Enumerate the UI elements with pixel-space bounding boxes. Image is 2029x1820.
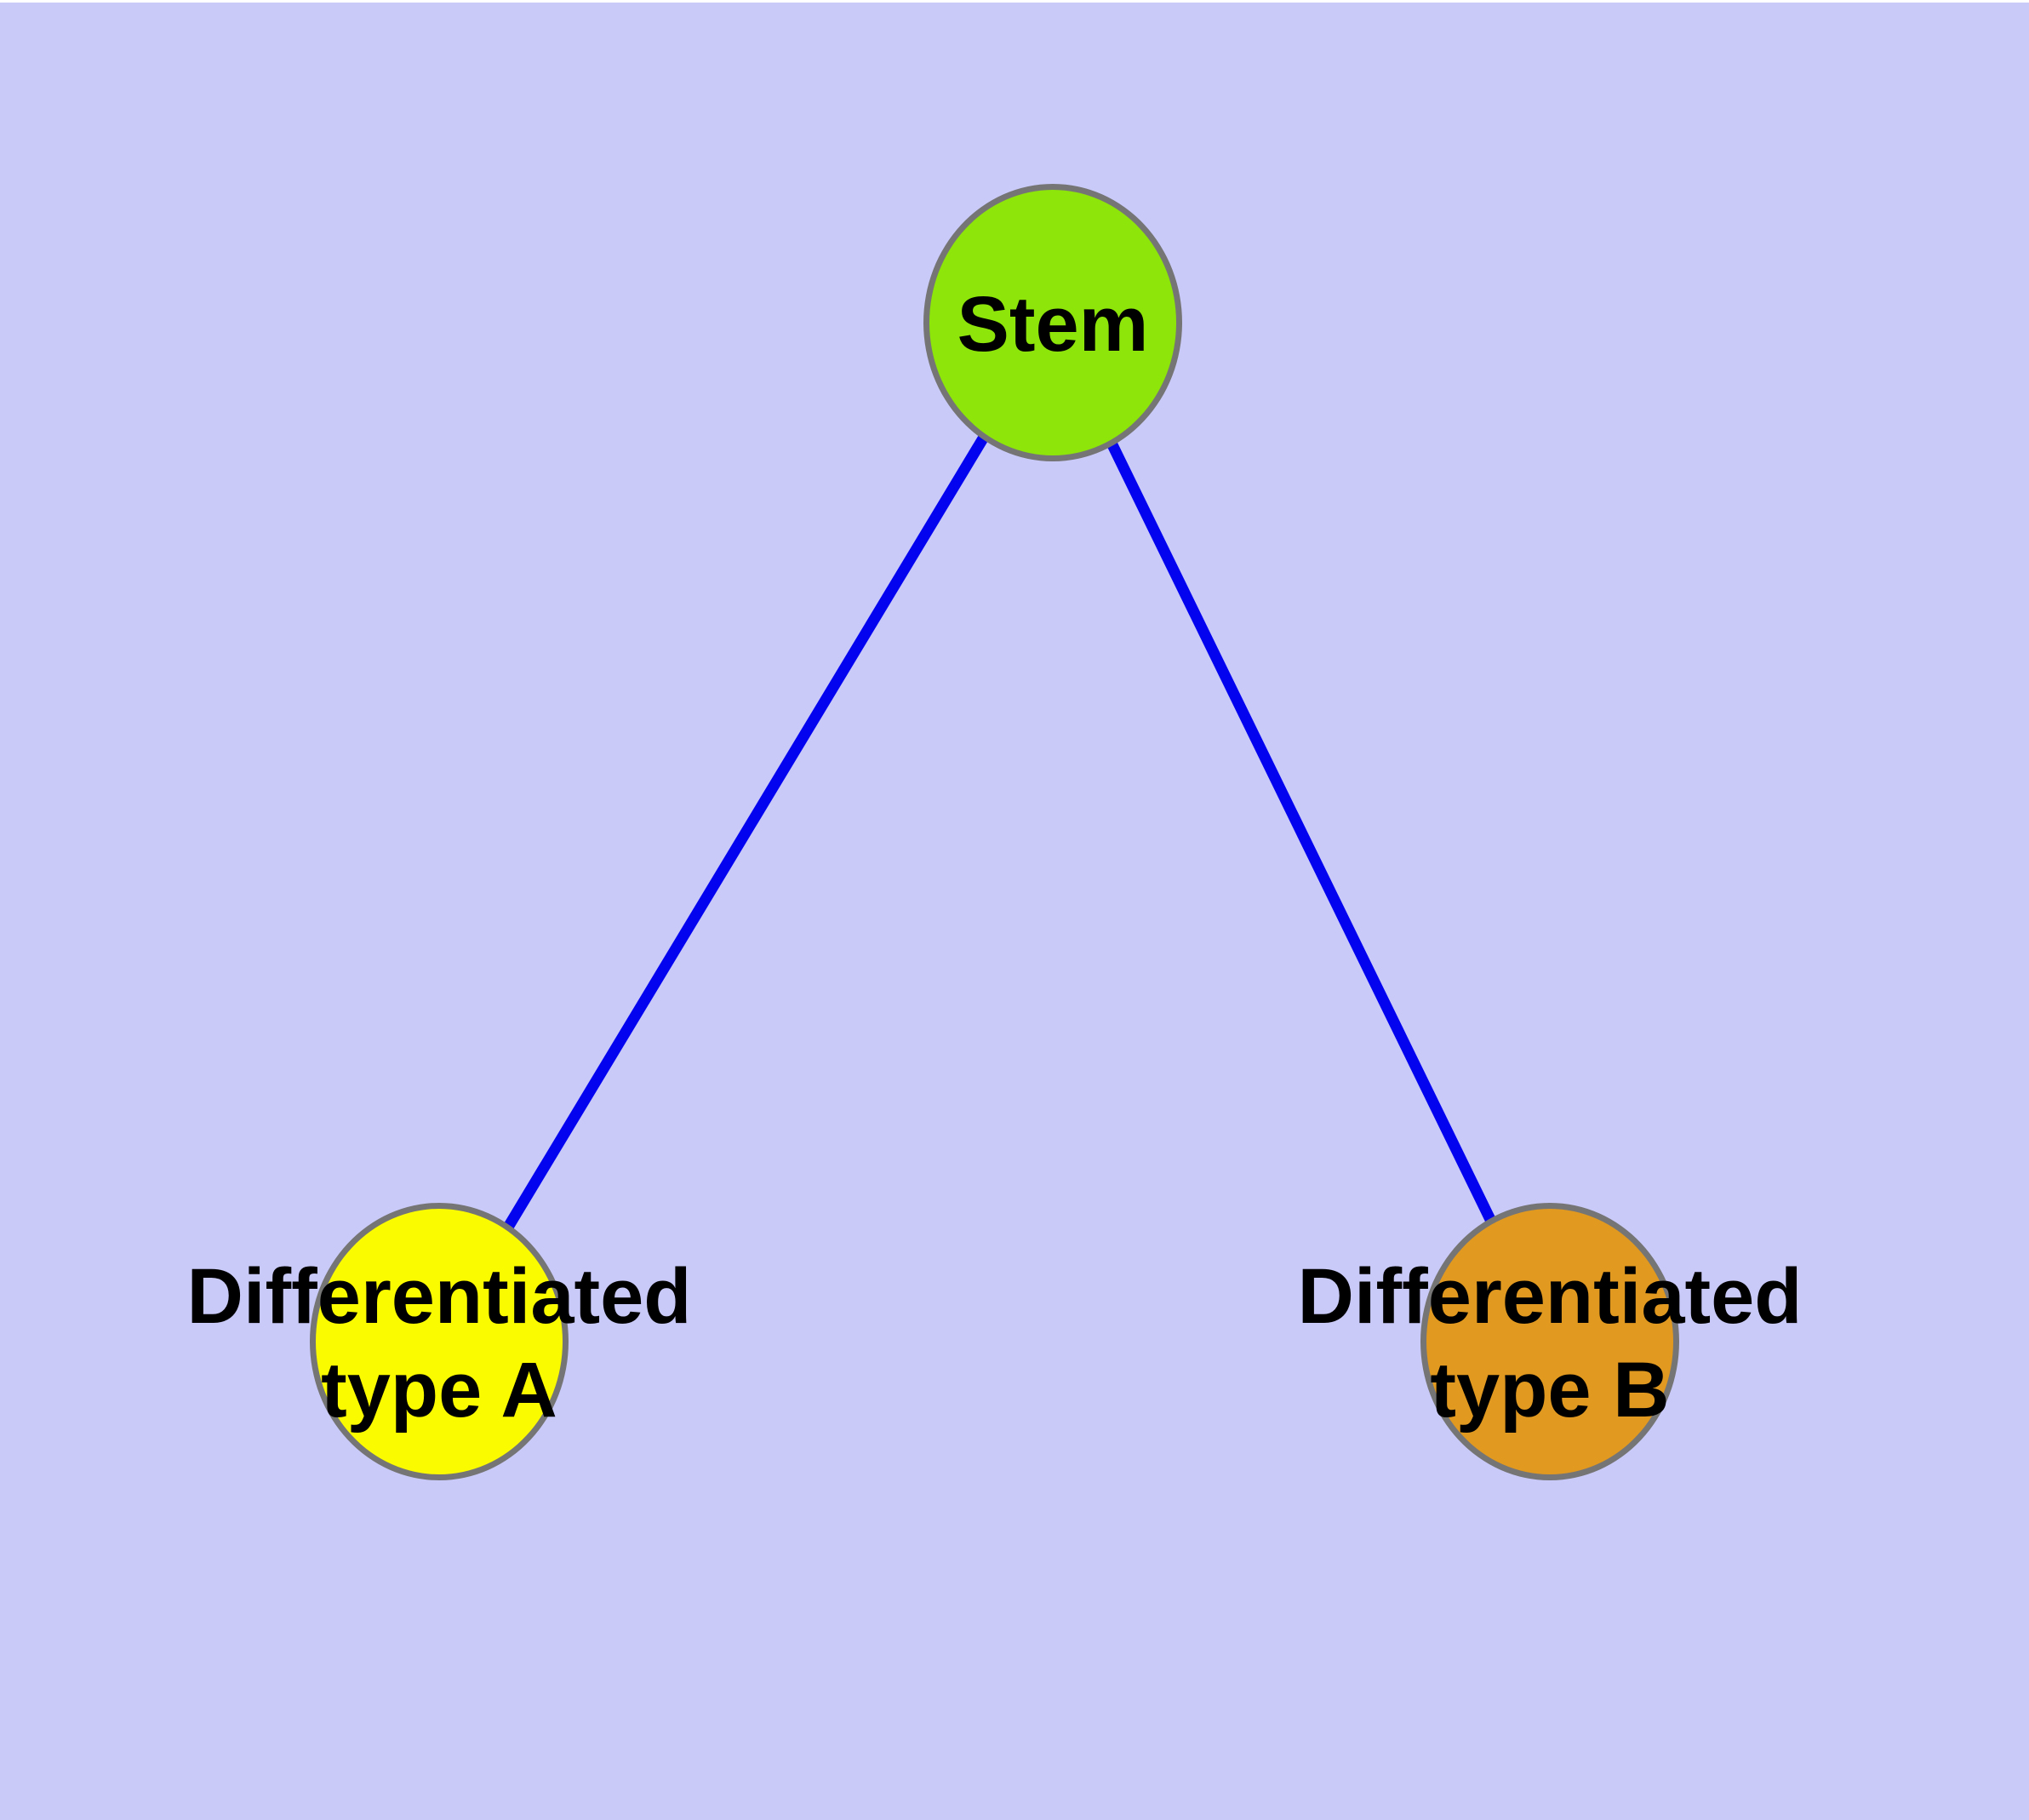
node-differentiated-type-a[interactable] [310,1203,569,1480]
edge-stem-differentiated-type-a [434,319,1058,1345]
node-label-line: Differentiated [1297,1253,1803,1340]
edge-stem-differentiated-type-b [1048,320,1555,1344]
node-label-line: Differentiated [186,1253,692,1340]
node-label-line: type B [1430,1347,1670,1434]
node-stem[interactable] [923,184,1182,461]
node-label-stem: Stem [957,278,1149,371]
top-strip [0,0,2029,3]
node-differentiated-type-b[interactable] [1420,1203,1679,1480]
node-label-line: Stem [957,281,1149,368]
node-label-line: type A [321,1347,557,1434]
